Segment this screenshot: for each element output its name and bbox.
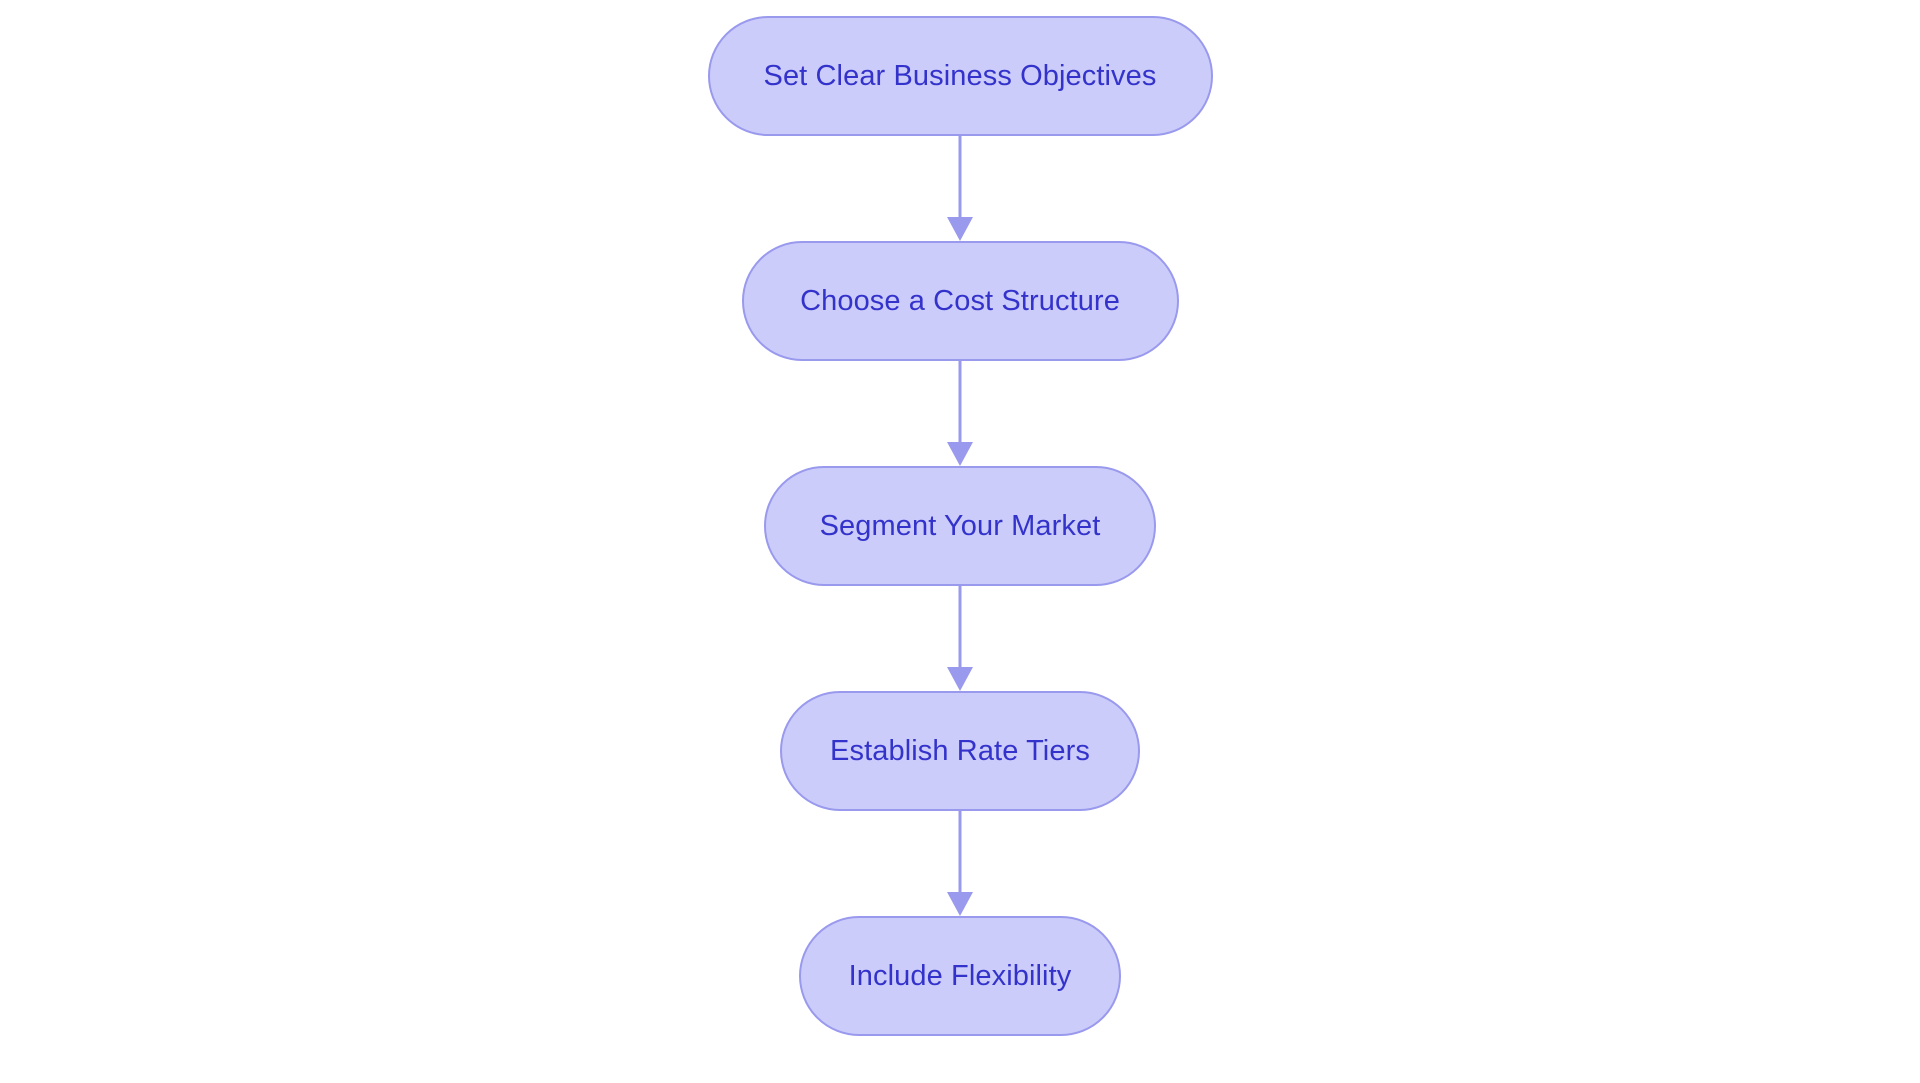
flow-node-label: Set Clear Business Objectives xyxy=(763,59,1157,92)
flow-node-label: Choose a Cost Structure xyxy=(800,284,1120,317)
down-arrow-icon xyxy=(947,667,973,691)
flow-node-label: Segment Your Market xyxy=(819,509,1101,542)
flow-connector-4 xyxy=(945,811,975,916)
connector-line xyxy=(958,811,962,893)
flow-connector-2 xyxy=(945,361,975,466)
connector-line xyxy=(958,586,962,668)
connector-line xyxy=(958,136,962,218)
flow-node-label: Include Flexibility xyxy=(848,959,1072,992)
down-arrow-icon xyxy=(947,217,973,241)
down-arrow-icon xyxy=(947,892,973,916)
down-arrow-icon xyxy=(947,442,973,466)
flow-node-set-clear-business-objectives[interactable]: Set Clear Business Objectives xyxy=(707,16,1213,136)
flow-connector-3 xyxy=(945,586,975,691)
flow-node-label: Establish Rate Tiers xyxy=(830,734,1090,767)
flow-node-include-flexibility[interactable]: Include Flexibility xyxy=(799,916,1121,1036)
flow-node-establish-rate-tiers[interactable]: Establish Rate Tiers xyxy=(780,691,1140,811)
flow-node-segment-your-market[interactable]: Segment Your Market xyxy=(764,466,1156,586)
flow-connector-1 xyxy=(945,136,975,241)
connector-line xyxy=(958,361,962,443)
flow-node-choose-a-cost-structure[interactable]: Choose a Cost Structure xyxy=(741,241,1179,361)
